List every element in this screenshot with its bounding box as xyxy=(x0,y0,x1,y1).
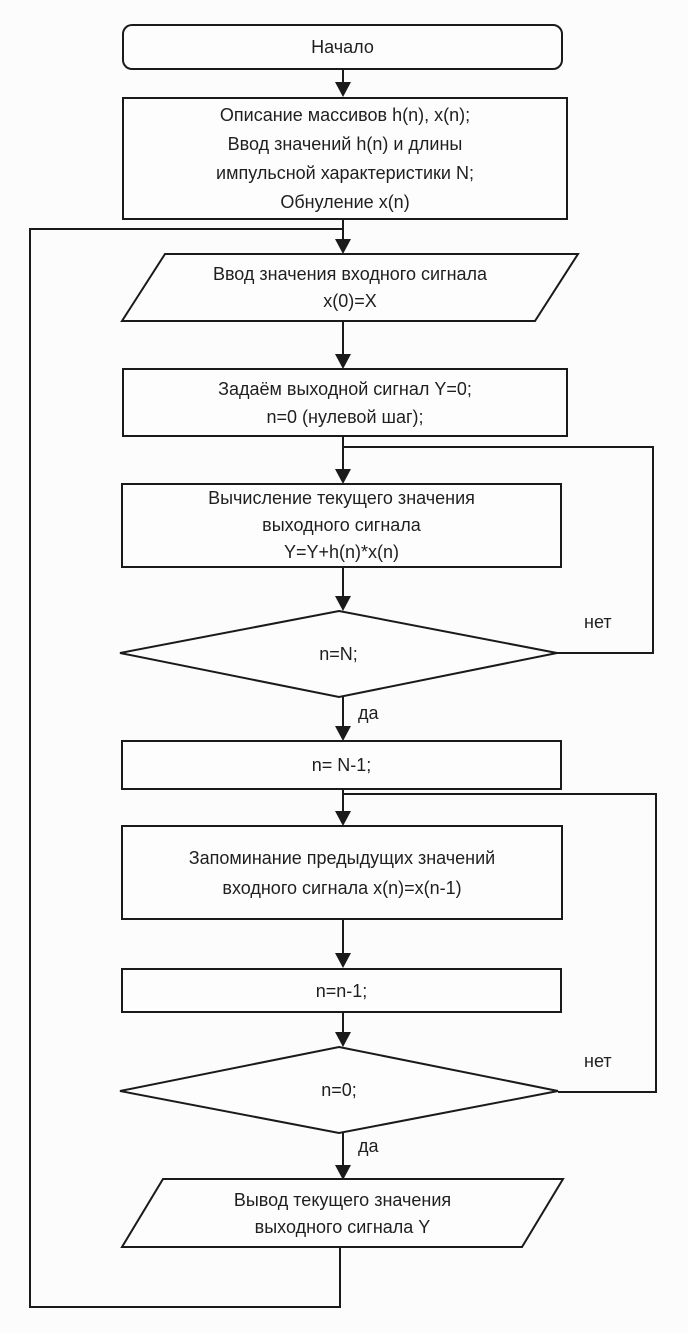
process-decrement-n-label: n=n-1; xyxy=(315,980,368,1001)
edge-loop1-right-vertical xyxy=(652,446,654,654)
decision-n-equals-0: n=0; xyxy=(118,1045,560,1135)
decision-n-equals-N: n=N; xyxy=(118,609,559,699)
edge-loop2-top-horizontal xyxy=(342,793,657,795)
edge-input-setoutput xyxy=(342,320,344,355)
edge-output-down xyxy=(339,1247,341,1308)
process-set-n-N-minus-1: n= N-1; xyxy=(121,740,562,790)
arrowhead-decision1-yes xyxy=(335,726,351,741)
arrowhead-compute-decision1 xyxy=(335,596,351,611)
edge-start-init xyxy=(342,70,344,84)
edge-decision1-no-horizontal xyxy=(557,652,654,654)
edge-return-bottom-horizontal xyxy=(29,1306,341,1308)
io-input-line1: Ввод значения входного сигнала xyxy=(212,264,488,284)
edge-decision2-yes xyxy=(342,1133,344,1167)
process-compute-line2: выходного сигнала xyxy=(262,515,421,535)
io-output-shape xyxy=(120,1178,565,1248)
edge-compute-decision1 xyxy=(342,568,344,598)
io-input-shape xyxy=(120,253,580,322)
process-compute-output: Вычисление текущего значения выходного с… xyxy=(121,483,562,568)
process-store-previous: Запоминание предыдущих значений входного… xyxy=(121,825,563,920)
edge-setoutput-compute xyxy=(342,437,344,470)
process-set-output: Задаём выходной сигнал Y=0; n=0 (нулевой… xyxy=(122,368,568,437)
arrowhead-setn-store xyxy=(335,811,351,826)
edge-return-top-horizontal xyxy=(29,228,344,230)
arrowhead-setoutput-compute xyxy=(335,469,351,484)
process-compute-line1: Вычисление текущего значения xyxy=(208,488,475,508)
process-init-line2: Ввод значений h(n) и длины xyxy=(227,133,463,154)
edge-decision1-yes xyxy=(342,697,344,728)
io-input-signal: Ввод значения входного сигнала x(0)=X xyxy=(120,253,580,323)
edge-store-decrement xyxy=(342,920,344,955)
process-store-previous-line1: Запоминание предыдущих значений xyxy=(188,847,496,868)
terminator-start-label: Начало xyxy=(311,37,374,57)
edge-init-input xyxy=(342,220,344,240)
edge-decision2-no-horizontal xyxy=(558,1091,657,1093)
edge-label-yes-1: да xyxy=(358,703,379,723)
io-input-line2: x(0)=X xyxy=(323,291,377,311)
decision-n-equals-0-shape xyxy=(119,1045,559,1135)
process-set-output-line1: Задаём выходной сигнал Y=0; xyxy=(218,378,472,399)
decision-n-equals-N-label: n=N; xyxy=(319,643,358,664)
process-set-n-N-minus-1-label: n= N-1; xyxy=(311,755,372,775)
edge-label-no-1: нет xyxy=(584,612,612,632)
arrowhead-decrement-decision2 xyxy=(335,1032,351,1047)
process-decrement-n: n=n-1; xyxy=(121,968,562,1013)
process-init-line1: Описание массивов h(n), x(n); xyxy=(219,104,471,125)
arrowhead-store-decrement xyxy=(335,953,351,968)
process-init-line3: импульсной характеристики N; xyxy=(216,162,474,183)
process-store-previous-line2: входного сигнала x(n)=x(n-1) xyxy=(222,877,462,898)
arrowhead-input-setoutput xyxy=(335,354,351,369)
process-init-arrays: Описание массивов h(n), x(n); Ввод значе… xyxy=(122,97,568,220)
process-compute-line3: Y=Y+h(n)*x(n) xyxy=(283,542,400,562)
arrowhead-decision2-yes xyxy=(335,1165,351,1180)
edge-return-left-vertical xyxy=(29,228,31,1308)
edge-setn-store xyxy=(342,790,344,813)
edge-label-yes-2: да xyxy=(358,1136,379,1156)
io-output-line1: Вывод текущего значения xyxy=(233,1189,452,1210)
decision-n-equals-N-shape xyxy=(119,609,558,699)
terminator-start: Начало xyxy=(122,24,563,70)
edge-loop1-top-horizontal xyxy=(342,446,654,448)
io-output-signal: Вывод текущего значения выходного сигнал… xyxy=(120,1178,565,1249)
io-output-line2: выходного сигнала Y xyxy=(254,1216,431,1237)
edge-loop2-right-vertical xyxy=(655,793,657,1093)
process-set-output-line2: n=0 (нулевой шаг); xyxy=(266,406,424,427)
arrowhead-init-input xyxy=(335,239,351,254)
arrowhead-start-init xyxy=(335,82,351,97)
process-init-line4: Обнуление x(n) xyxy=(280,191,410,212)
edge-decrement-decision2 xyxy=(342,1013,344,1034)
edge-label-no-2: нет xyxy=(584,1051,612,1071)
decision-n-equals-0-label: n=0; xyxy=(321,1079,357,1100)
